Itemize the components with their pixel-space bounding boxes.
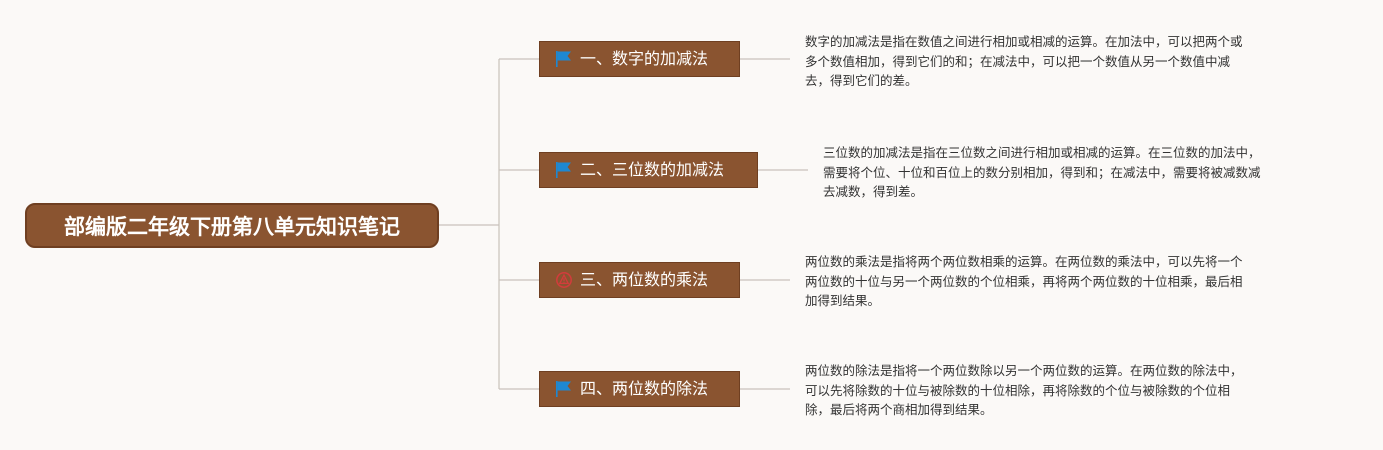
blue-flag-icon [556, 51, 571, 67]
root-title: 部编版二年级下册第八单元知识笔记 [64, 215, 400, 239]
blue-flag-icon [556, 381, 571, 397]
branch-label-3: 三、两位数的乘法 [580, 270, 709, 289]
branch-topic-3[interactable]: 三、两位数的乘法 [539, 262, 740, 298]
branch-topic-1[interactable]: 一、数字的加减法 [539, 41, 740, 77]
red-warning-icon [556, 272, 572, 288]
root-topic[interactable]: 部编版二年级下册第八单元知识笔记 [25, 203, 439, 248]
branch-label-4: 四、两位数的除法 [580, 379, 709, 398]
branch-topic-2[interactable]: 二、三位数的加减法 [539, 152, 758, 188]
leaf-note-1[interactable]: 数字的加减法是指在数值之间进行相加或相减的运算。在加法中，可以把两个或 多个数值… [805, 34, 1243, 88]
leaf-note-4[interactable]: 两位数的除法是指将一个两位数除以另一个两位数的运算。在两位数的除法中， 可以先将… [805, 363, 1243, 417]
leaf-note-2[interactable]: 三位数的加减法是指在三位数之间进行相加或相减的运算。在三位数的加法中， 需要将个… [823, 145, 1261, 199]
branch-label-1: 一、数字的加减法 [580, 49, 709, 68]
leaf-note-3[interactable]: 两位数的乘法是指将两个两位数相乘的运算。在两位数的乘法中，可以先将一个 两位数的… [805, 254, 1243, 308]
branch-label-2: 二、三位数的加减法 [580, 160, 725, 179]
branch-topic-4[interactable]: 四、两位数的除法 [539, 371, 740, 407]
blue-flag-icon [556, 162, 571, 178]
